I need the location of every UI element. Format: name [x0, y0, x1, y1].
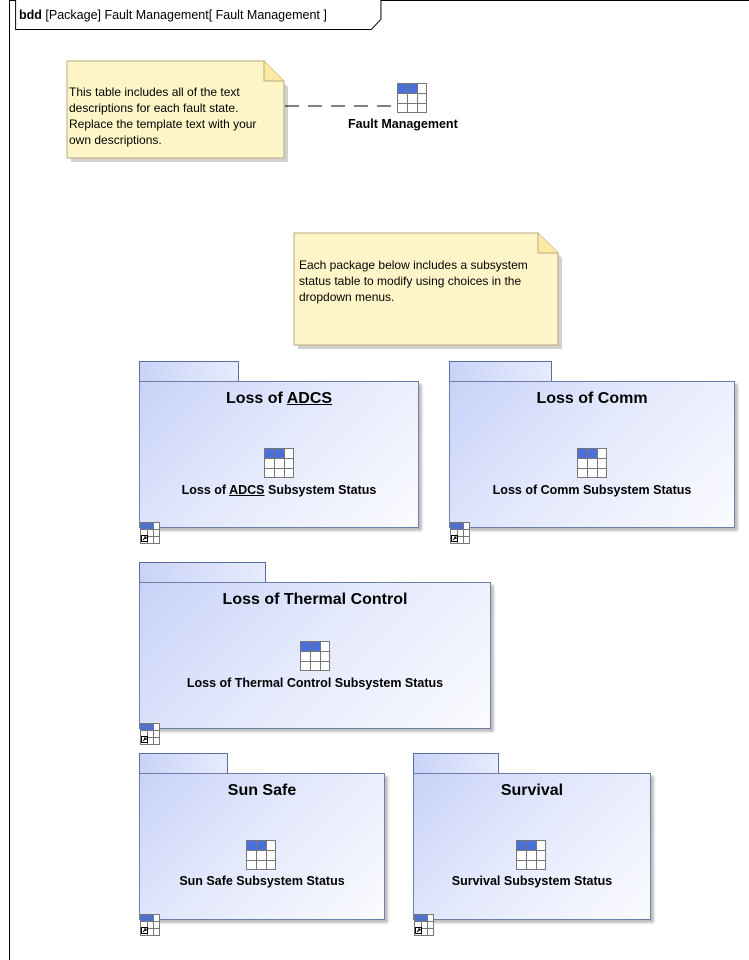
package-tab: [413, 753, 499, 774]
package-tab: [139, 753, 228, 774]
frame-keyword: bdd: [19, 8, 42, 22]
package-body: Survival Survival Subsystem Status: [413, 773, 651, 920]
package-table-label[interactable]: Loss of Comm Subsystem Status: [492, 483, 692, 497]
package-table-label[interactable]: Survival Subsystem Status: [451, 874, 613, 888]
package-loss-of-comm[interactable]: Loss of Comm Loss of Comm Subsystem Stat…: [449, 361, 739, 551]
note-shape: [293, 232, 562, 349]
package-tab: [139, 361, 239, 382]
package-title: Loss of Comm: [536, 390, 648, 407]
fault-management-table-label[interactable]: Fault Management: [348, 117, 458, 131]
package-body: Loss of Thermal Control Loss of Thermal …: [139, 582, 491, 729]
package-title: Survival: [500, 782, 564, 799]
frame-tab: [15, 0, 382, 30]
diagram-shortcut-icon[interactable]: [140, 522, 160, 544]
diagram-shortcut-icon[interactable]: [450, 522, 470, 544]
table-icon[interactable]: [577, 448, 607, 478]
adcs-link[interactable]: ADCS: [286, 390, 333, 407]
note-fault-descriptions[interactable]: This table includes all of the text desc…: [66, 60, 290, 164]
package-survival[interactable]: Survival Survival Subsystem Status: [413, 753, 656, 942]
package-tab: [139, 562, 266, 583]
note-shape: [66, 60, 288, 162]
table-icon[interactable]: [300, 641, 330, 671]
package-loss-of-thermal-control[interactable]: Loss of Thermal Control Loss of Thermal …: [139, 562, 495, 747]
package-title: Loss of Thermal Control: [222, 591, 408, 608]
package-title: Sun Safe: [227, 782, 297, 799]
package-table-label[interactable]: Sun Safe Subsystem Status: [179, 874, 345, 888]
package-table-label[interactable]: Loss of ADCS Subsystem Status: [181, 483, 377, 497]
package-body: Loss of Comm Loss of Comm Subsystem Stat…: [449, 381, 735, 528]
frame-title: [Package] Fault Management[ Fault Manage…: [45, 8, 327, 22]
package-body: Loss of ADCS Loss of ADCS Subsystem Stat…: [139, 381, 419, 528]
frame-label: bdd [Package] Fault Management[ Fault Ma…: [19, 8, 327, 22]
package-body: Sun Safe Sun Safe Subsystem Status: [139, 773, 385, 920]
diagram-shortcut-icon[interactable]: [140, 723, 160, 745]
package-sun-safe[interactable]: Sun Safe Sun Safe Subsystem Status: [139, 753, 389, 942]
table-icon[interactable]: [516, 840, 546, 870]
table-icon[interactable]: [397, 83, 427, 113]
note-subsystem-tables[interactable]: Each package below includes a subsystem …: [293, 232, 563, 350]
diagram-shortcut-icon[interactable]: [414, 914, 434, 936]
package-loss-of-adcs[interactable]: Loss of ADCS Loss of ADCS Subsystem Stat…: [139, 361, 421, 551]
package-title: Loss of ADCS: [225, 390, 333, 407]
anchor-line: [285, 105, 398, 107]
note-text: This table includes all of the text desc…: [69, 85, 257, 147]
package-table-label[interactable]: Loss of Thermal Control Subsystem Status: [186, 676, 444, 690]
table-icon[interactable]: [246, 840, 276, 870]
package-tab: [449, 361, 552, 382]
table-icon[interactable]: [264, 448, 294, 478]
note-text: Each package below includes a subsystem …: [299, 258, 528, 304]
diagram-shortcut-icon[interactable]: [140, 914, 160, 936]
adcs-link[interactable]: ADCS: [229, 483, 265, 497]
